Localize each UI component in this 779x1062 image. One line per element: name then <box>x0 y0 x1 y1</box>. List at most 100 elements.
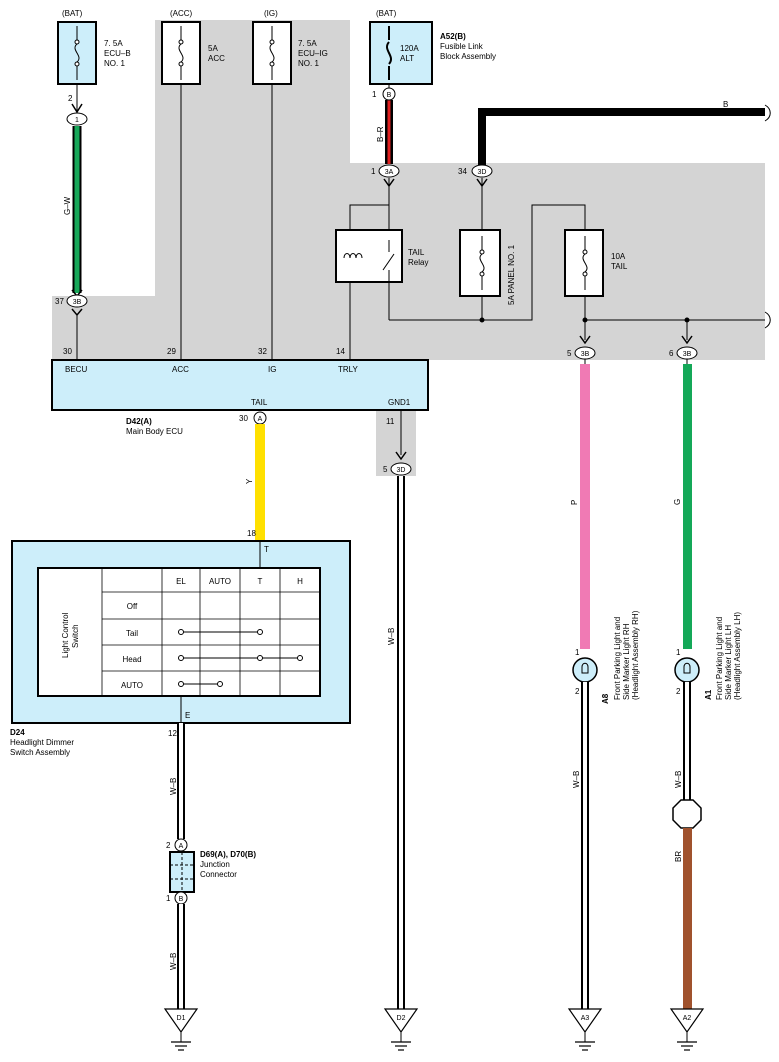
wire-w-b-switch: 12 W–B <box>168 723 185 839</box>
svg-text:Switch Assembly: Switch Assembly <box>10 748 70 757</box>
svg-text:TRLY: TRLY <box>338 365 359 374</box>
fuse-panel: 5A PANEL NO. 1 <box>459 229 516 305</box>
svg-text:12: 12 <box>168 729 177 738</box>
svg-text:A8: A8 <box>601 693 610 704</box>
internal-wiring <box>349 104 771 360</box>
svg-text:Main Body ECU: Main Body ECU <box>126 427 183 436</box>
svg-text:11: 11 <box>386 417 395 426</box>
svg-text:Head: Head <box>122 655 141 664</box>
wire-w-b-ecu: 11 3D 5 W–B <box>383 410 412 1009</box>
svg-text:D2: D2 <box>397 1015 406 1022</box>
svg-text:(Headlight Assembly LH): (Headlight Assembly LH) <box>733 612 742 700</box>
svg-text:TAIL: TAIL <box>408 248 425 257</box>
svg-text:34: 34 <box>458 167 467 176</box>
svg-text:ECU–B: ECU–B <box>104 49 131 58</box>
svg-text:1: 1 <box>575 648 580 657</box>
svg-text:37: 37 <box>55 297 64 306</box>
ground-a2: A2 <box>669 1008 705 1051</box>
fuse-ecu-b: (BAT) 7. 5A ECU–B NO. 1 <box>57 9 131 85</box>
svg-text:D24: D24 <box>10 728 25 737</box>
svg-text:BR: BR <box>674 851 683 862</box>
wire-g-w: G–W <box>63 84 82 293</box>
svg-text:T: T <box>258 577 263 586</box>
fuse-alt: (BAT) 120A ALT A52(B) Fusible Link Block… <box>369 9 496 85</box>
wire-y: A 30 Y 18 <box>239 411 267 541</box>
svg-text:ALT: ALT <box>400 54 414 63</box>
svg-text:H: H <box>297 577 303 586</box>
svg-text:NO. 1: NO. 1 <box>298 59 319 68</box>
svg-text:Connector: Connector <box>200 870 237 879</box>
svg-text:TAIL: TAIL <box>251 398 268 407</box>
svg-text:2: 2 <box>575 687 580 696</box>
svg-text:E: E <box>185 711 190 720</box>
svg-text:3D: 3D <box>478 169 487 176</box>
svg-text:2: 2 <box>68 94 73 103</box>
wire-p: P 1 <box>570 359 590 657</box>
svg-text:2: 2 <box>676 687 681 696</box>
svg-text:Relay: Relay <box>408 258 428 267</box>
junction-connector: A 2 B 1 D69(A), D70(B) Junction Connecto… <box>166 838 256 1009</box>
svg-text:G: G <box>673 499 682 505</box>
svg-text:1: 1 <box>371 167 376 176</box>
svg-text:W–B: W–B <box>387 628 396 645</box>
svg-text:Front Parking Light and: Front Parking Light and <box>715 617 724 700</box>
svg-text:1: 1 <box>676 648 681 657</box>
svg-text:A3: A3 <box>581 1015 590 1022</box>
svg-text:Y: Y <box>245 478 254 484</box>
tail-relay: TAIL Relay <box>335 229 428 283</box>
svg-text:GND1: GND1 <box>388 398 411 407</box>
svg-text:G–W: G–W <box>63 196 72 215</box>
svg-text:3D: 3D <box>397 467 406 474</box>
svg-text:A: A <box>258 416 263 423</box>
svg-text:EL: EL <box>176 577 186 586</box>
svg-text:1: 1 <box>372 90 377 99</box>
fuse-ecu-ig-source: (IG) <box>264 9 278 18</box>
svg-text:5A: 5A <box>208 44 218 53</box>
ground-d1: D1 <box>163 1008 199 1051</box>
svg-text:ACC: ACC <box>208 54 225 63</box>
svg-text:2: 2 <box>166 841 171 850</box>
svg-text:BECU: BECU <box>65 365 87 374</box>
svg-text:1: 1 <box>75 117 79 124</box>
svg-text:ACC: ACC <box>172 365 189 374</box>
svg-text:AUTO: AUTO <box>209 577 231 586</box>
svg-text:5: 5 <box>567 349 572 358</box>
svg-text:B–R: B–R <box>376 126 385 142</box>
lamp-lh: 2 A1 Front Parking Light and Side Marker… <box>672 612 742 1009</box>
svg-text:Switch: Switch <box>71 624 80 648</box>
svg-text:14: 14 <box>336 347 345 356</box>
svg-text:NO. 1: NO. 1 <box>104 59 125 68</box>
svg-text:3B: 3B <box>683 351 692 358</box>
svg-text:D1: D1 <box>177 1015 186 1022</box>
wire-b-battery: B <box>478 100 765 166</box>
svg-text:W–B: W–B <box>572 771 581 788</box>
wire-g: G 1 <box>673 359 692 657</box>
svg-text:IG: IG <box>268 365 276 374</box>
svg-text:Off: Off <box>127 602 138 611</box>
svg-text:D69(A), D70(B): D69(A), D70(B) <box>200 850 256 859</box>
main-body-ecu: 30 29 32 14 BECU ACC IG TRLY TAIL GND1 D… <box>51 347 429 436</box>
svg-text:Side Marker Light LH: Side Marker Light LH <box>724 625 733 700</box>
svg-text:30: 30 <box>63 347 72 356</box>
svg-text:7. 5A: 7. 5A <box>298 39 317 48</box>
headlight-dimmer-switch: T Light Control Switch EL AUTO T H Off T… <box>10 540 351 757</box>
svg-text:29: 29 <box>167 347 176 356</box>
svg-text:6: 6 <box>669 349 674 358</box>
svg-text:D42(A): D42(A) <box>126 417 152 426</box>
svg-text:B: B <box>723 100 728 109</box>
svg-text:A1: A1 <box>704 689 713 700</box>
ground-d2: D2 <box>383 1008 419 1051</box>
svg-text:Front Parking Light and: Front Parking Light and <box>613 617 622 700</box>
svg-text:18: 18 <box>247 529 256 538</box>
svg-text:W–B: W–B <box>674 771 683 788</box>
fuse-acc: (ACC) 5A ACC <box>161 9 225 85</box>
svg-text:W–B: W–B <box>169 778 178 795</box>
ground-a3: A3 <box>567 1008 603 1051</box>
svg-text:Block Assembly: Block Assembly <box>440 52 496 61</box>
svg-text:3B: 3B <box>73 299 82 306</box>
svg-text:Junction: Junction <box>200 860 230 869</box>
svg-text:3B: 3B <box>581 351 590 358</box>
lamp-rh: 2 A8 Front Parking Light and Side Marker… <box>572 610 640 1009</box>
svg-text:5A PANEL NO. 1: 5A PANEL NO. 1 <box>507 244 516 305</box>
